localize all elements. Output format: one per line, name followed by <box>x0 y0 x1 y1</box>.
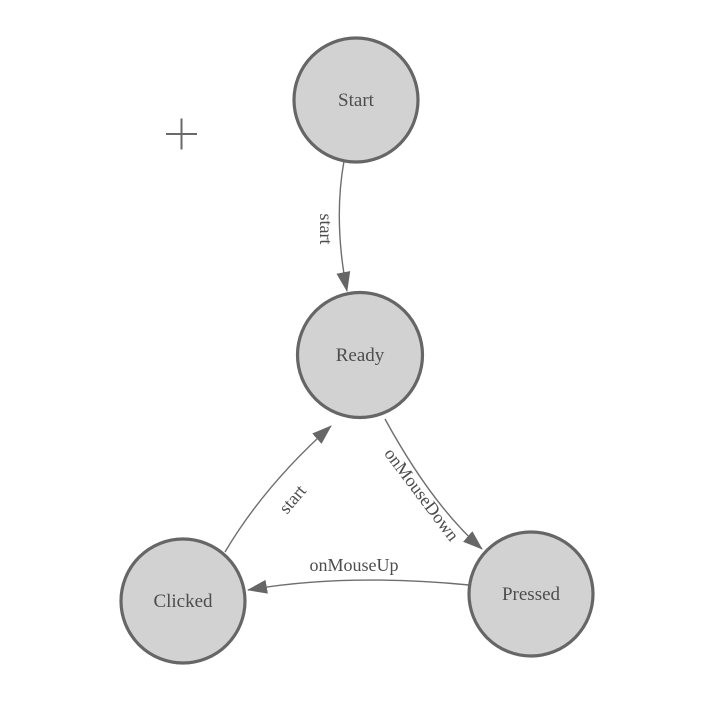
transition-edge-start-ready[interactable] <box>336 160 351 292</box>
state-node-label-start: Start <box>338 90 375 111</box>
transition-label-start: start <box>316 214 336 245</box>
transition-edge-pressed-clicked[interactable] <box>247 579 470 594</box>
state-node-pressed[interactable]: Pressed <box>467 530 595 658</box>
state-node-label-clicked: Clicked <box>153 591 213 612</box>
transition-label-onmousedown: onMouseDown <box>380 444 463 545</box>
transition-edge-ready-pressed[interactable] <box>384 418 483 550</box>
transition-label-start-2: start <box>275 481 310 518</box>
state-node-label-ready: Ready <box>336 345 385 366</box>
crosshair-cursor-icon <box>166 118 197 150</box>
state-node-start[interactable]: Start <box>292 36 420 164</box>
transition-edge-clicked-ready[interactable] <box>224 425 332 553</box>
state-node-label-pressed: Pressed <box>502 584 561 605</box>
transition-label-onmouseup: onMouseUp <box>310 555 399 575</box>
state-node-clicked[interactable]: Clicked <box>119 537 247 665</box>
state-node-ready[interactable]: Ready <box>295 290 425 420</box>
